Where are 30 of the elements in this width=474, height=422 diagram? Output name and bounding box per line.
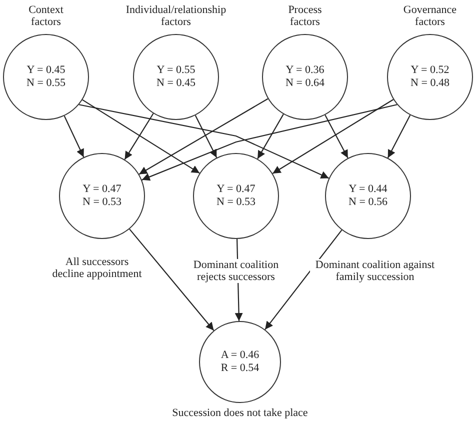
arrow [194,115,218,158]
arrow [124,113,154,160]
arrow [272,99,394,174]
probability-value: R = 0.54 [220,362,260,375]
probability-value: Y = 0.47 [216,183,256,196]
probability-value: A = 0.46 [220,349,260,362]
outcome-label: All successors decline appointment [50,256,144,280]
arrow [324,114,348,158]
probability-value: Y = 0.36 [286,64,324,77]
probability-value: Y = 0.55 [156,64,196,77]
probability-value: Y = 0.52 [410,64,450,77]
probability-value: N = 0.55 [26,77,66,90]
arrow [257,114,284,160]
arrow [138,98,268,175]
arrow [387,114,411,158]
arrow [129,228,214,331]
probability-value: N = 0.48 [410,77,450,90]
probability-value: N = 0.53 [216,196,256,209]
arrow [78,104,330,179]
probability-value: N = 0.45 [156,77,196,90]
probability-value: N = 0.64 [286,77,324,90]
arrow [82,99,200,174]
arrow [264,230,342,330]
arrow [64,116,84,158]
probability-value: Y = 0.44 [348,183,388,196]
probability-value: N = 0.53 [82,196,122,209]
arrow [142,104,398,181]
probability-value: Y = 0.47 [82,183,122,196]
probability-value: N = 0.56 [348,196,388,209]
probability-value: Y = 0.45 [26,64,66,77]
